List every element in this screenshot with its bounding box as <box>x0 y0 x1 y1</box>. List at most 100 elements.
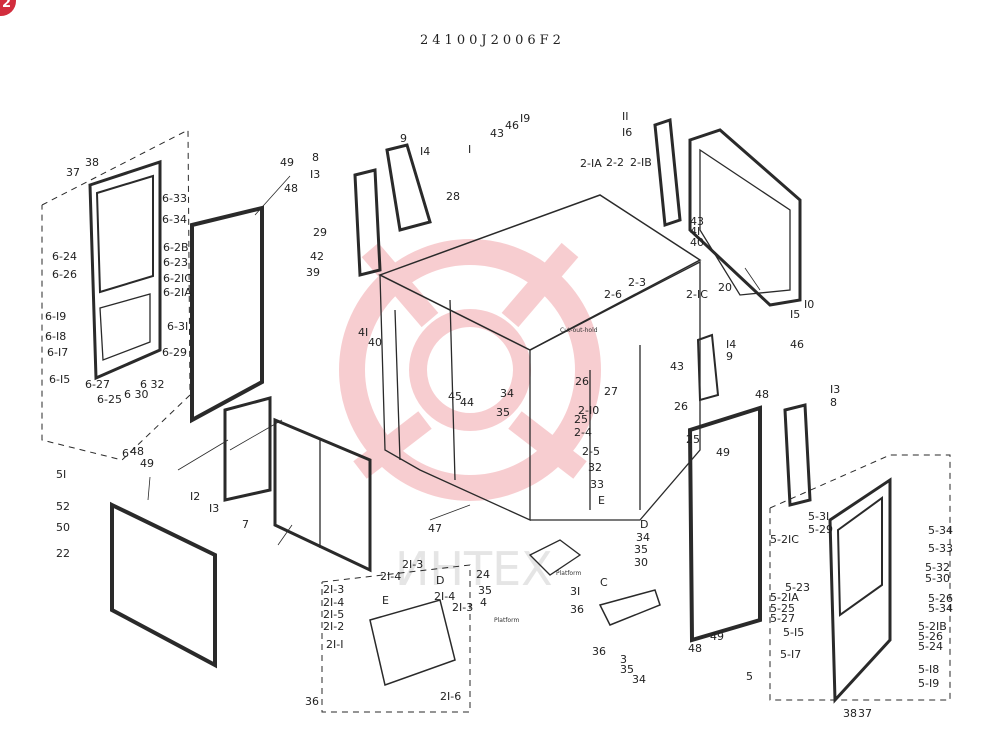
label: 6-2IC <box>163 272 192 285</box>
label: D <box>640 518 648 531</box>
right-strip-8 <box>783 403 812 507</box>
drawing-lines <box>41 117 951 713</box>
label: 2-4 <box>574 426 592 439</box>
label: 43 <box>490 127 504 140</box>
label: 3I <box>570 585 580 598</box>
label: 2I-4 <box>380 570 401 583</box>
label: 36 <box>305 695 319 708</box>
label: 6-2IA <box>163 286 192 299</box>
label: 7 <box>242 518 249 531</box>
label: 22 <box>56 547 70 560</box>
label: 48 <box>284 182 298 195</box>
label: 50 <box>56 521 70 534</box>
label: 2I-5 <box>323 608 344 621</box>
label: 6-34 <box>162 213 187 226</box>
label: 35 <box>620 663 634 676</box>
label: 30 <box>634 556 648 569</box>
label: 5-34 <box>928 602 953 615</box>
label: 45 <box>448 390 462 403</box>
label: 43 <box>670 360 684 373</box>
label: 6-I9 <box>45 310 66 323</box>
label: 5-26 <box>918 630 943 643</box>
label: 2I-4 <box>323 596 344 609</box>
label: I0 <box>804 298 814 311</box>
label: 5-I8 <box>918 663 939 676</box>
label: 48 <box>688 642 702 655</box>
label: 2-5 <box>582 445 600 458</box>
label: 49 <box>280 156 294 169</box>
label: 2-6 <box>604 288 622 301</box>
label: 47 <box>428 522 442 535</box>
label: I6 <box>622 126 632 139</box>
label: 25 <box>686 433 700 446</box>
label: 5-30 <box>925 572 950 585</box>
label: 2I-I <box>326 638 343 651</box>
cab-front <box>379 274 531 522</box>
label: 35 <box>478 584 492 597</box>
label: 34 <box>632 673 646 686</box>
right-glass-10 <box>688 128 802 307</box>
label: 2I-6 <box>440 690 461 703</box>
label: 40 <box>690 236 704 249</box>
label: 26 <box>674 400 688 413</box>
label: 6-33 <box>162 192 187 205</box>
label: 49 <box>716 446 730 459</box>
watermark-text: ИНТЕХ <box>395 542 553 596</box>
label: 2-IB <box>630 156 652 169</box>
floor-bracket <box>528 539 582 576</box>
label: C <box>600 576 608 589</box>
window-12 <box>223 396 272 502</box>
label: 37 <box>66 166 80 179</box>
label: 27 <box>604 385 618 398</box>
label: 49 <box>140 457 154 470</box>
label: 5-34 <box>928 524 953 537</box>
label: 2-3 <box>628 276 646 289</box>
label: 6-I8 <box>45 330 66 343</box>
label: 38 <box>85 156 99 169</box>
label: 36 <box>570 603 584 616</box>
label: 5-2IA <box>770 591 799 604</box>
label: 2I-3 <box>402 558 423 571</box>
label: 40 <box>368 336 382 349</box>
label: 26 <box>575 375 589 388</box>
label: E <box>382 594 389 607</box>
label: 4 <box>480 596 487 609</box>
label: 2I-3 <box>452 601 473 614</box>
label: 36 <box>592 645 606 658</box>
label: I3 <box>830 383 840 396</box>
label: 48 <box>755 388 769 401</box>
label: 5-I7 <box>780 648 801 661</box>
left-door <box>88 159 162 381</box>
label: 5-29 <box>808 523 833 536</box>
label: I4 <box>420 145 430 158</box>
label: 6-29 <box>162 346 187 359</box>
label: 6-26 <box>52 268 77 281</box>
label: 39 <box>306 266 320 279</box>
label: 2-IC <box>686 288 708 301</box>
label: 5-I9 <box>918 677 939 690</box>
label: 28 <box>446 190 460 203</box>
label: E <box>598 494 605 507</box>
label: II <box>622 110 629 123</box>
label: 43 <box>690 215 704 228</box>
seal-9 <box>385 143 432 232</box>
label: 2-2 <box>606 156 624 169</box>
label: 44 <box>460 396 474 409</box>
annotation: Cut-out-hold <box>560 327 598 334</box>
label: 6-2B <box>163 241 189 254</box>
label: 46 <box>505 119 519 132</box>
label: 4I <box>690 225 700 238</box>
label: 6-I5 <box>49 373 70 386</box>
label: 2I-3 <box>323 583 344 596</box>
label: 5-25 <box>770 602 795 615</box>
label: 5 <box>746 670 753 683</box>
label: 5-2IB <box>918 620 947 633</box>
label: 4I <box>358 326 368 339</box>
label: 5-3I <box>808 510 829 523</box>
rear-glass-22 <box>110 501 217 669</box>
label: 49 <box>710 630 724 643</box>
label: 6-27 <box>85 378 110 391</box>
label: D <box>436 574 444 587</box>
strip-11 <box>653 117 682 228</box>
label: 6 30 <box>124 388 149 401</box>
